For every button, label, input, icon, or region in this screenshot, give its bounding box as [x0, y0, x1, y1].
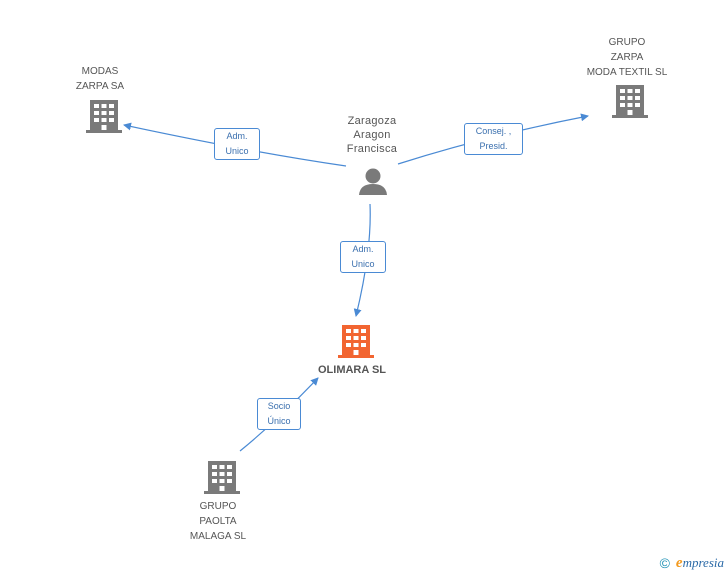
edge-label-consej-presid: Consej. , Presid. [464, 123, 523, 155]
edge-label-line: Unico [351, 259, 375, 269]
node-label-line: MODAS [81, 66, 119, 77]
node-label-person[interactable]: Zaragoza Aragon Francisca [328, 114, 416, 156]
node-label-olimara[interactable]: OLIMARA SL [317, 364, 387, 376]
modas-building-icon[interactable] [86, 100, 122, 133]
node-label-line: MALAGA SL [189, 531, 247, 542]
logo-text: mpresia [682, 554, 724, 570]
node-label-line: Aragon [353, 129, 391, 141]
edge-label-socio-unico: Socio Único [257, 398, 301, 430]
node-label-paolta[interactable]: GRUPO PAOLTA MALAGA SL [173, 499, 263, 544]
edge-label-line: Adm. [352, 244, 374, 254]
edge-label-adm-unico-olimara: Adm. Unico [340, 241, 386, 273]
node-label-line: PAOLTA [199, 516, 237, 527]
node-label-line: Zaragoza [347, 115, 397, 127]
edge-label-line: Presid. [479, 141, 508, 151]
node-label-line: Francisca [346, 143, 398, 155]
node-label-line: MODA TEXTIL SL [586, 67, 668, 78]
person-icon[interactable] [359, 168, 387, 196]
edge-label-line: Único [267, 416, 291, 426]
node-label-line: ZARPA SA [75, 81, 125, 92]
edge-label-line: Consej. , [475, 126, 512, 136]
olimara-building-icon[interactable] [338, 325, 374, 358]
empresia-logo[interactable]: empresia [676, 555, 724, 572]
logo-initial: e [675, 554, 683, 571]
grupo-zarpa-building-icon[interactable] [612, 85, 648, 118]
edge-label-line: Socio [267, 401, 291, 411]
node-label-line: ZARPA [610, 52, 644, 63]
edge-label-adm-unico-modas: Adm. Unico [214, 128, 260, 160]
node-label-line: GRUPO [199, 501, 237, 512]
node-label-line: GRUPO [608, 37, 646, 48]
edge-label-line: Unico [225, 146, 249, 156]
paolta-building-icon[interactable] [204, 461, 240, 494]
footer-branding: © empresia [660, 553, 724, 573]
node-label-modas[interactable]: MODAS ZARPA SA [55, 64, 145, 94]
edge-label-line: Adm. [226, 131, 248, 141]
copyright-icon: © [659, 555, 670, 571]
node-label-grupo-zarpa[interactable]: GRUPO ZARPA MODA TEXTIL SL [572, 35, 682, 80]
